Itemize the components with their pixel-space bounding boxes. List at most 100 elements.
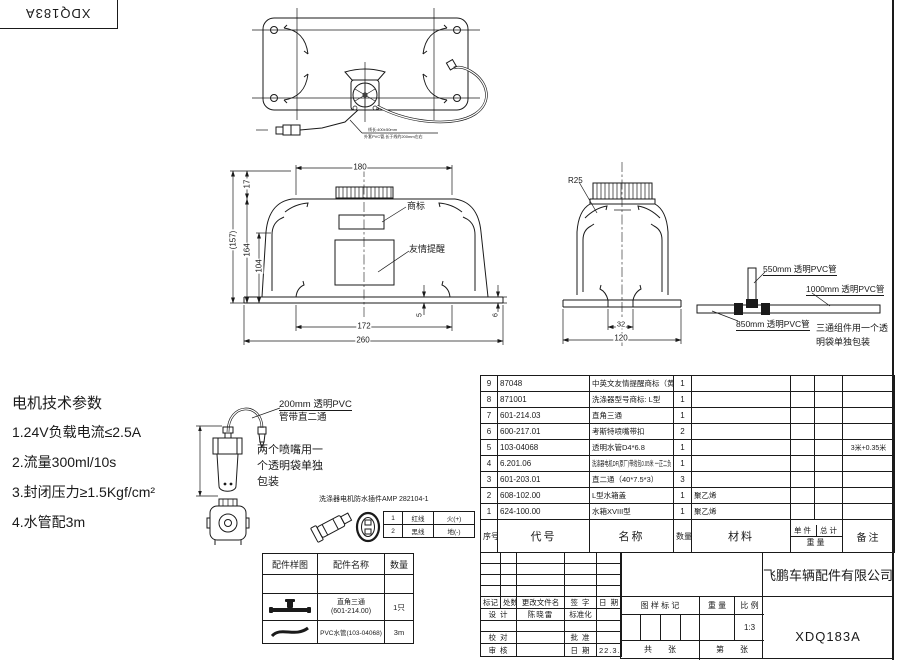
total-sheets-label: 共 张	[621, 641, 700, 660]
bom-header-name: 名称	[589, 519, 674, 553]
scale-label: 比 例	[735, 597, 764, 615]
bom-qty: 1	[673, 391, 692, 408]
bom-seq: 8	[480, 391, 498, 408]
bom-remark	[842, 375, 895, 392]
bom-header-total: 总计	[820, 525, 839, 535]
parts-row-empty	[262, 574, 414, 594]
bom-seq: 3	[480, 471, 498, 488]
bom-material	[691, 439, 791, 456]
radius-label-r25: R25	[568, 176, 583, 185]
parts-qty-tube: 3m	[384, 620, 414, 644]
weight-label: 重 量	[700, 597, 735, 615]
bom-remark	[842, 423, 895, 440]
connector-plugs-drawing	[310, 502, 382, 548]
bom-qty: 1	[673, 407, 692, 424]
bom-name: 直角三通	[589, 407, 674, 424]
bom-row: 2 608-102.00 L型水箱盖 1 聚乙烯	[480, 487, 895, 504]
review-date-value: 22.3.9	[596, 643, 622, 657]
sheet-right-border	[892, 0, 894, 660]
bom-table: 9 87048 中英文友情提醒商标（黄色） 1 8 871001 洗涤器型号商标…	[480, 375, 895, 553]
bom-qty: 1	[673, 487, 692, 504]
bom-row: 1 624-100.00 水箱XVIII型 1 聚乙烯	[480, 503, 895, 520]
dim-260: 260	[355, 335, 371, 345]
titleblock-mark-row: 标记 处数 更改文件名 签 字 日 期	[480, 596, 622, 609]
bom-seq: 7	[480, 407, 498, 424]
dim-164: 164	[242, 242, 252, 258]
drawing-number-rotated: XDQ183A	[25, 5, 91, 21]
bom-row: 7 601-214.03 直角三通 1	[480, 407, 895, 424]
bom-name: 洗涤器型号商标: L型	[589, 391, 674, 408]
dim-32: 32	[615, 319, 627, 329]
dim-104: 104	[254, 258, 264, 274]
bom-header-row: 序号 代号 名称 数量 材料 单件 总计 重量 备注	[480, 519, 895, 553]
bom-row: 9 87048 中英文友情提醒商标（黄色） 1	[480, 375, 895, 392]
bom-name: L型水箱盖	[589, 487, 674, 504]
pin-number: 2	[383, 524, 403, 538]
pin-wire-color: 黑线	[402, 524, 434, 538]
parts-header-sample: 配件样图	[262, 553, 318, 575]
drawing-number: XDQ183A	[795, 629, 861, 644]
titleblock-check-row: 校 对 批 准	[480, 631, 622, 644]
nozzle-tube-label-1: 200mm 透明PVC	[279, 396, 352, 411]
stamp-cells	[621, 615, 700, 641]
bom-seq: 5	[480, 439, 498, 456]
parts-qty-tee: 1只	[384, 593, 414, 621]
titleblock-company-box: 飞鹏车辆配件有限公司	[762, 552, 894, 597]
bom-remark	[842, 391, 895, 408]
pvc-tube-icon	[269, 624, 311, 640]
bom-name: 考斯特喷嘴带扣	[589, 423, 674, 440]
file-label: 更改文件名	[516, 596, 565, 609]
parts-header-name: 配件名称	[317, 553, 385, 575]
bom-name: 透明水管D4*6.8	[589, 439, 674, 456]
standardize-label: 标准化	[564, 608, 597, 621]
motor-specs-title: 电机技术参数	[12, 395, 103, 412]
bom-name: 中英文友情提醒商标（黄色）	[589, 375, 674, 392]
bom-row: 8 871001 洗涤器型号商标: L型 1	[480, 391, 895, 408]
bom-name: 直二通（40*7.5*3）	[589, 471, 674, 488]
motor-spec-item: 3.封闭压力≥1.5Kgf/cm²	[12, 484, 156, 500]
nozzle-pack-note-1: 两个喷嘴用一	[257, 444, 323, 456]
bom-row: 6 600-217.01 考斯特喷嘴带扣 2	[480, 423, 895, 440]
titleblock-signature-grid: 标记 处数 更改文件名 签 字 日 期 设 计 陈晓雷 标准化 校 对 批 准 …	[480, 552, 622, 657]
dim-6: 6	[492, 312, 500, 318]
check-label: 校 对	[480, 631, 517, 644]
parts-row-tube: PVC水管(103-04068) 3m	[262, 620, 414, 644]
bom-material	[691, 375, 791, 392]
bom-remark	[842, 503, 895, 520]
bom-seq: 9	[480, 375, 498, 392]
bom-code: 600-217.01	[497, 423, 590, 440]
bom-material	[691, 423, 791, 440]
designer-name: 陈晓雷	[516, 608, 565, 621]
approve-label: 批 准	[564, 631, 597, 644]
titleblock-design-row: 设 计 陈晓雷 标准化	[480, 608, 622, 621]
review-date-label: 日 期	[564, 643, 597, 657]
review-label: 审 核	[480, 643, 517, 657]
pin-polarity: 地(-)	[433, 524, 475, 538]
bom-header-seq: 序号	[480, 519, 498, 553]
tube-850-label: 850mm 透明PVC管	[736, 319, 810, 331]
wire-sleeve-note: 外套PVC管,长于线约200mm左右	[364, 134, 423, 139]
bom-material	[691, 471, 791, 488]
mark-label: 标记	[480, 596, 501, 609]
parts-name-tee: 直角三通	[337, 599, 365, 606]
bom-code: 624-100.00	[497, 503, 590, 520]
bom-header-unit: 单件	[792, 524, 817, 536]
bom-qty: 2	[673, 423, 692, 440]
sign-label: 签 字	[564, 596, 597, 609]
titleblock-number-box: XDQ183A	[762, 596, 894, 659]
bom-remark	[842, 471, 895, 488]
bom-code: 87048	[497, 375, 590, 392]
bom-row: 3 601-203.01 直二通（40*7.5*3） 3	[480, 471, 895, 488]
connector-title: 洗涤器电机防水插件AMP 282104-1	[319, 496, 429, 503]
bom-code: 6.201.06	[497, 455, 590, 472]
pin-polarity: 火(+)	[433, 511, 475, 525]
connector-pin-table: 1 红线 火(+) 2 黑线 地(-)	[383, 511, 475, 538]
bom-material	[691, 407, 791, 424]
bom-header-remark: 备注	[842, 519, 895, 553]
stamp-empty-box	[621, 553, 762, 597]
bom-header-code: 代号	[497, 519, 590, 553]
date-label: 日 期	[596, 596, 622, 609]
bom-name: 洗涤器电机DF(原厂)带线包0.05米 一正二负	[592, 459, 672, 468]
bom-code: 871001	[497, 391, 590, 408]
